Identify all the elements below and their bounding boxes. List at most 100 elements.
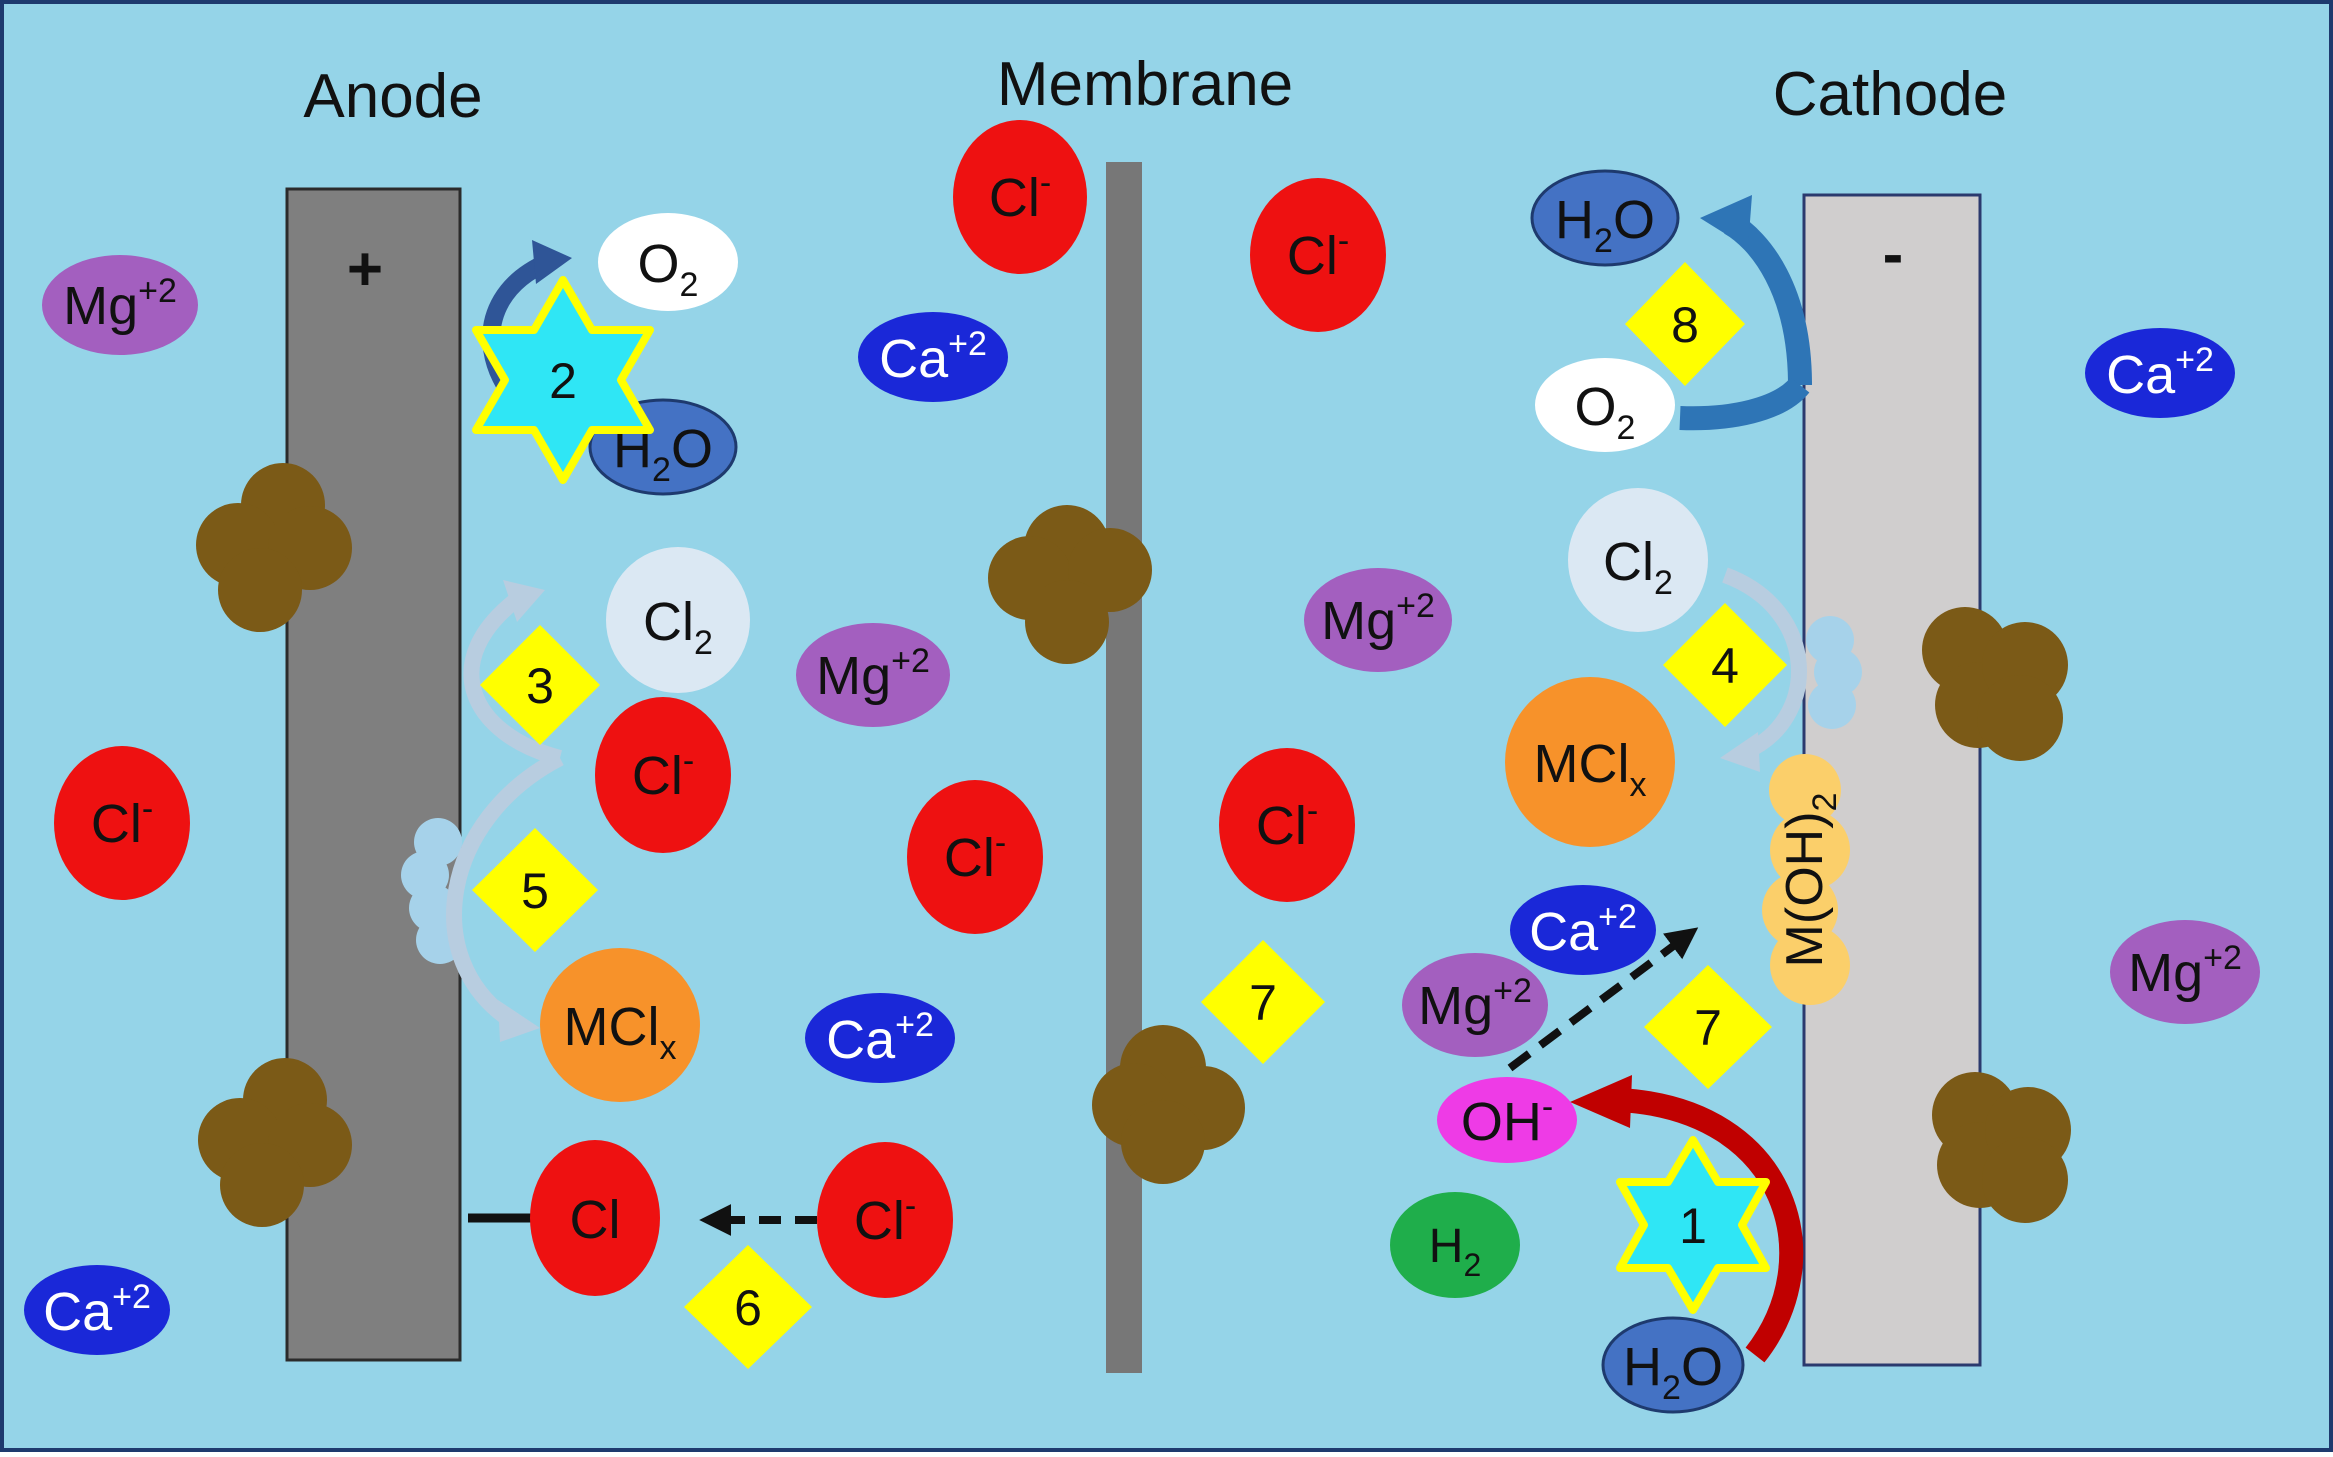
water-o-label: O	[671, 419, 713, 479]
chloride-ion-mid-left: Cl-	[907, 780, 1043, 934]
chloride-ion-label: Cl	[989, 168, 1040, 228]
ca-ion-charge: +2	[895, 1006, 934, 1044]
chloride-ion-charge: -	[1040, 164, 1051, 202]
chloride-ion-label: Cl	[91, 794, 142, 854]
chlorine-evolution-arrowhead	[503, 580, 545, 622]
oxygen-subscript: 2	[680, 266, 699, 304]
chloride-ion-approaching: Cl-	[817, 1142, 953, 1298]
cathode-label: Cathode	[1773, 60, 2007, 129]
step-4-label: 4	[1711, 638, 1739, 694]
svg-text:Cl-: Cl-	[944, 824, 1006, 888]
water-subscript: 2	[1662, 1369, 1681, 1407]
oxygen-evolution-arrowhead	[532, 240, 572, 284]
ca-ion-charge: +2	[948, 325, 987, 363]
metal-chloride-cathode-arrowhead	[1720, 732, 1760, 772]
mg-ion-label: Mg	[2128, 943, 2203, 1003]
water-molecule-cathode-top: H2O	[1530, 169, 1680, 267]
mg-ion-label: Mg	[1418, 976, 1493, 1036]
svg-text:Cl-: Cl-	[91, 790, 153, 854]
scale-deposit-anode-upper	[196, 463, 352, 632]
chlorine-gas-cathode: Cl2	[1568, 488, 1708, 632]
ca-ion-charge: +2	[112, 1278, 151, 1316]
metal-hydroxide-subscript: 2	[1806, 793, 1844, 812]
hydrogen-subscript: 2	[1463, 1247, 1481, 1283]
anode-plus-sign: +	[347, 235, 383, 304]
water-molecule-cathode-bottom: H2O	[1601, 1316, 1745, 1414]
mg-ion-anode-left: Mg+2	[42, 255, 198, 355]
metal-chloride-anode-arrowhead	[498, 1000, 540, 1042]
step-8-label: 8	[1671, 297, 1699, 353]
ca-ion-anode-left: Ca+2	[24, 1265, 170, 1355]
svg-text:Ca+2: Ca+2	[879, 325, 987, 389]
chloride-ion-charge: -	[1338, 222, 1349, 260]
ca-ion-label: Ca	[826, 1010, 896, 1070]
metal-chloride-label: MCl	[1534, 734, 1630, 794]
metal-chloride-label: MCl	[564, 997, 660, 1057]
mg-ion-charge: +2	[138, 272, 177, 310]
water-h-label: H	[1555, 190, 1594, 250]
ca-ion-mid-top: Ca+2	[858, 312, 1008, 402]
svg-text:MClx: MClx	[564, 997, 677, 1067]
ca-ion-cathode-near: Ca+2	[1510, 885, 1656, 975]
step-8-diamond: 8	[1625, 262, 1745, 386]
water-o-label: O	[1681, 1337, 1723, 1397]
mg-ion-cathode-near: Mg+2	[1402, 953, 1548, 1057]
chloride-ion-anode-near: Cl-	[595, 697, 731, 853]
mg-ion-label: Mg	[1321, 591, 1396, 651]
membrane-label: Membrane	[997, 50, 1293, 119]
svg-text:Ca+2: Ca+2	[1529, 898, 1637, 962]
chloride-ion-charge: -	[142, 790, 153, 828]
chlorine-atom-label: Cl	[570, 1190, 621, 1250]
ca-ion-label: Ca	[2106, 345, 2176, 405]
step-1-star: 1	[1616, 1136, 1770, 1314]
water-subscript: 2	[1594, 222, 1613, 260]
chloride-ion-label: Cl	[632, 746, 683, 806]
hydrogen-molecule: H2	[1390, 1192, 1520, 1298]
chloride-ion-charge: -	[683, 742, 694, 780]
ca-ion-label: Ca	[43, 1282, 113, 1342]
chloride-ion-label: Cl	[854, 1191, 905, 1251]
chloride-ion-charge: -	[1307, 792, 1318, 830]
svg-text:O2: O2	[638, 234, 699, 304]
water-formation-arrow-tail	[1679, 376, 1810, 431]
chlorine-gas-label: Cl	[1603, 532, 1654, 592]
chloride-ion-mid-top: Cl-	[953, 120, 1087, 274]
svg-text:OH-: OH-	[1461, 1088, 1553, 1152]
metal-hydroxide-label: M(OH)	[1776, 811, 1834, 967]
step-6-diamond: 6	[684, 1245, 812, 1369]
hydroxide-formation-arrow	[1619, 1088, 1804, 1363]
svg-text:Mg+2: Mg+2	[1321, 587, 1435, 651]
ca-ion-cathode-right: Ca+2	[2085, 328, 2235, 418]
step-5-diamond: 5	[472, 828, 598, 952]
membrane	[1106, 162, 1142, 1373]
svg-text:M(OH)2: M(OH)2	[1776, 793, 1844, 968]
water-h-label: H	[1623, 1337, 1662, 1397]
svg-text:O2: O2	[1575, 377, 1636, 447]
chlorine-atom-adsorbed: Cl	[530, 1140, 660, 1296]
step-2-star: 2	[472, 276, 654, 484]
step-1-label: 1	[1679, 1198, 1707, 1254]
ca-ion-mid-bottom: Ca+2	[805, 993, 955, 1083]
chlorine-gas-anode: Cl2	[606, 547, 750, 693]
step-7-label: 7	[1694, 1000, 1722, 1056]
metal-chloride-anode-arrow	[446, 750, 564, 1027]
hydroxide-ion: OH-	[1437, 1077, 1577, 1163]
metal-chloride-cathode: MClx	[1505, 677, 1675, 847]
step-6-label: 6	[734, 1280, 762, 1336]
mg-ion-label: Mg	[816, 646, 891, 706]
cathode-minus-sign: -	[1883, 220, 1904, 289]
chlorine-gas-label: Cl	[643, 592, 694, 652]
step-3-label: 3	[526, 658, 554, 714]
oxygen-label: O	[638, 234, 680, 294]
svg-text:Cl-: Cl-	[1287, 222, 1349, 286]
step-3-diamond: 3	[480, 625, 600, 745]
svg-text:H2O: H2O	[1623, 1337, 1723, 1407]
step-2-label: 2	[549, 353, 577, 409]
chloride-ion-mid-right-top: Cl-	[1250, 178, 1386, 332]
step-7-diamond-membrane: 7	[1201, 940, 1325, 1064]
mg-ion-mid-right: Mg+2	[1304, 568, 1452, 672]
svg-text:Mg+2: Mg+2	[816, 642, 930, 706]
water-formation-arrowhead	[1700, 195, 1752, 248]
svg-text:Mg+2: Mg+2	[63, 272, 177, 336]
